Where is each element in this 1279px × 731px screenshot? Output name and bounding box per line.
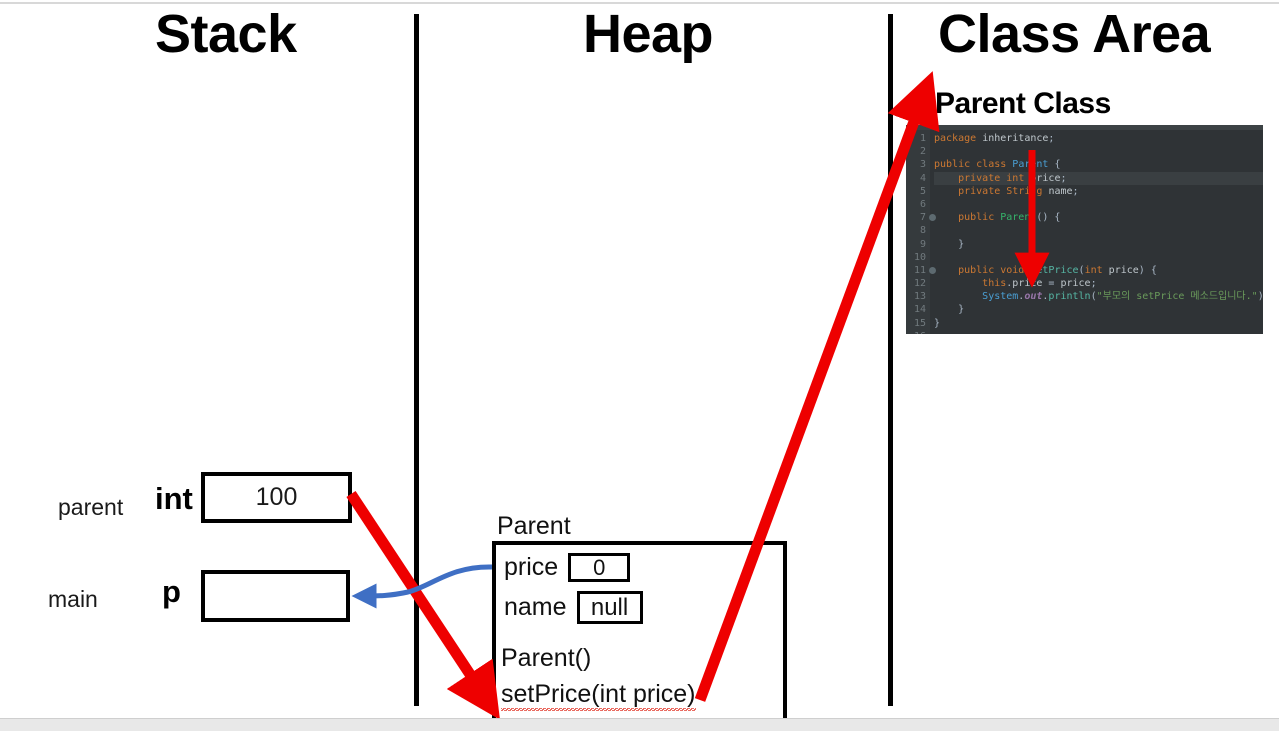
stack-frame-label-parent: parent — [58, 494, 124, 520]
editor-code-line: public class Parent { — [934, 159, 1061, 171]
editor-code-line: private int price; — [934, 171, 1263, 185]
editor-gutter: 12345678910111213141516 — [906, 130, 936, 334]
editor-line-number: 9 — [919, 238, 926, 250]
editor-line-number: 16 — [906, 330, 930, 334]
stack-frame-label-main: main — [48, 586, 98, 612]
editor-breakpoint-icon — [929, 266, 936, 274]
heap-method-constructor: Parent() — [501, 644, 592, 672]
editor-line-number: 6 — [919, 198, 926, 210]
top-rule — [0, 2, 1279, 4]
editor-line-number: 7 — [906, 211, 936, 224]
editor-line-numbers: 12345678910111213141516 — [906, 130, 936, 334]
heap-field-name: name null — [504, 591, 643, 624]
editor-code-line: System.out.println("부모의 setPrice 메소드입니다.… — [982, 291, 1263, 303]
editor-code-line: } — [934, 317, 941, 329]
stack-var-type-p: p — [162, 574, 181, 609]
editor-code-line: } — [934, 238, 965, 250]
editor-line-number: 5 — [919, 185, 926, 197]
heap-field-price-label: price — [504, 553, 559, 581]
editor-code-line: public void setPrice(int price) { — [958, 264, 1157, 276]
heap-region-title: Heap — [583, 4, 714, 64]
editor-tab-strip — [906, 125, 1263, 130]
editor-code-line: this.price = price; — [982, 278, 1097, 290]
heap-field-name-value: null — [576, 591, 643, 624]
editor-line-number: 15 — [913, 317, 926, 329]
editor-line-number: 8 — [919, 225, 926, 237]
editor-line-number: 14 — [913, 304, 926, 316]
stack-region-title: Stack — [155, 4, 297, 64]
editor-line-number: 2 — [919, 146, 926, 158]
parent-class-label: Parent Class — [935, 87, 1111, 120]
heap-classarea-divider — [888, 14, 893, 706]
editor-code-line: private String name; — [958, 185, 1079, 197]
code-editor-screenshot: 12345678910111213141516 package inherita… — [906, 125, 1263, 334]
arrow-heap-to-p-reference — [351, 564, 493, 609]
stack-heap-divider — [414, 14, 419, 706]
editor-line-number: 10 — [913, 251, 926, 263]
editor-code-line — [934, 145, 1263, 158]
heap-field-price: price 0 — [504, 553, 631, 582]
class-area-region-title: Class Area — [938, 4, 1211, 64]
heap-method-setprice: setPrice(int price) — [501, 680, 696, 711]
editor-code-line — [934, 198, 1263, 211]
editor-line-number: 13 — [913, 291, 926, 303]
editor-code-line — [934, 251, 1263, 264]
editor-line-number: 4 — [919, 172, 926, 184]
stack-slot-int-text: 100 — [255, 483, 298, 511]
heap-method-setprice-text: setPrice(int price) — [501, 680, 696, 711]
stack-slot-p-value — [201, 570, 350, 622]
heap-field-name-label: name — [504, 593, 567, 621]
heap-object-title: Parent — [497, 512, 571, 540]
editor-line-number: 12 — [913, 278, 926, 290]
stack-slot-int-value: 100 — [201, 472, 352, 523]
editor-code-line — [934, 330, 1263, 334]
editor-code-line: public Parent() { — [958, 212, 1061, 224]
editor-breakpoint-icon — [929, 214, 936, 222]
editor-code-line: } — [934, 304, 965, 316]
editor-line-number: 1 — [919, 133, 926, 144]
editor-code-line: package inheritance; — [934, 133, 1055, 144]
bottom-strip — [0, 718, 1279, 731]
editor-code-lines: package inheritance; public class Parent… — [934, 132, 1263, 334]
heap-field-price-value: 0 — [568, 553, 631, 582]
editor-line-number: 3 — [919, 159, 926, 171]
stack-var-type-int: int — [155, 481, 193, 516]
editor-line-number: 11 — [906, 264, 936, 277]
editor-code-line — [934, 224, 1263, 237]
